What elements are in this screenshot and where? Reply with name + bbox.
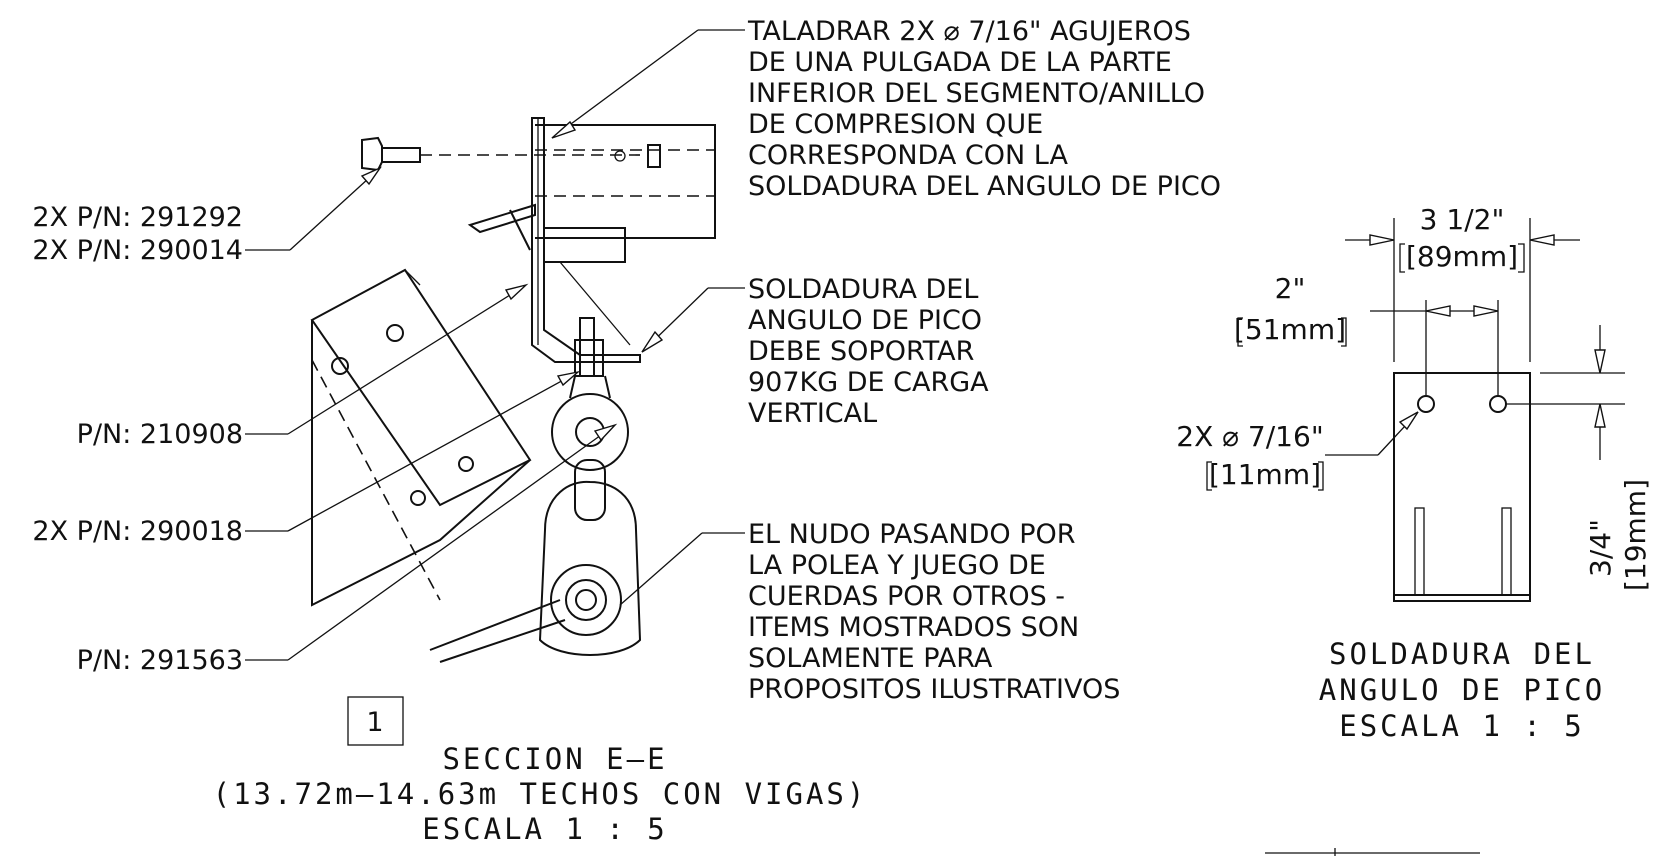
drill-note-line-1: TALADRAR 2X ⌀ 7/16" AGUJEROS — [747, 16, 1191, 47]
drill-note: TALADRAR 2X ⌀ 7/16" AGUJEROS DE UNA PULG… — [747, 16, 1221, 202]
peak-angle-bracket — [531, 117, 641, 363]
knot-note: EL NUDO PASANDO POR LA POLEA Y JUEGO DE … — [748, 519, 1120, 705]
part-references: 2X P/N: 291292 2X P/N: 290014 P/N: 21090… — [32, 202, 243, 676]
drill-note-line-5: CORRESPONDA CON LA — [748, 140, 1068, 171]
knot-note-line-4: ITEMS MOSTRADOS SON — [748, 612, 1079, 643]
section-title-block: 1 SECCION E–E (13.72m–14.63m TECHOS CON … — [213, 696, 868, 846]
dim-edge-mm: [19mm] — [1619, 479, 1652, 591]
dim-width: 3 1/2" — [1420, 203, 1505, 236]
drill-note-line-2: DE UNA PULGADA DE LA PARTE — [748, 47, 1172, 78]
compression-ring-segment — [535, 124, 716, 239]
weld-note-line-3: DEBE SOPORTAR — [748, 336, 974, 367]
bolt-assembly — [361, 136, 661, 172]
dim-hole-dia: 2X ⌀ 7/16" — [1176, 420, 1323, 453]
detail-scale: ESCALA 1 : 5 — [1339, 709, 1585, 743]
view-balloon — [347, 696, 404, 746]
drill-note-line-3: INFERIOR DEL SEGMENTO/ANILLO — [748, 78, 1205, 109]
detail-peak-angle: 3 1/2" [89mm] 2" [51mm] 2X ⌀ 7/16" [11mm… — [1176, 203, 1652, 743]
detail-hole-right — [1489, 395, 1507, 413]
weld-note-line-5: VERTICAL — [748, 398, 877, 429]
detail-hole-left — [1417, 395, 1435, 413]
detail-title-line-1: SOLDADURA DEL — [1329, 637, 1595, 671]
drill-note-line-4: DE COMPRESION QUE — [748, 109, 1043, 140]
knot-note-line-5: SOLAMENTE PARA — [748, 643, 993, 674]
weld-note: SOLDADURA DEL ANGULO DE PICO DEBE SOPORT… — [748, 274, 989, 429]
title-block-border — [1265, 848, 1480, 856]
rafter-beam — [310, 203, 536, 607]
part-ref-210908: P/N: 210908 — [77, 419, 243, 450]
weld-note-line-4: 907KG DE CARGA — [748, 367, 989, 398]
dim-edge: 3/4" — [1584, 519, 1617, 577]
part-ref-290014: 2X P/N: 290014 — [32, 235, 243, 266]
section-subtitle: (13.72m–14.63m TECHOS CON VIGAS) — [213, 777, 868, 811]
pulley-block — [429, 459, 642, 663]
weld-note-line-1: SOLDADURA DEL — [748, 274, 978, 305]
part-leaders — [245, 166, 618, 661]
part-ref-291292: 2X P/N: 291292 — [32, 202, 243, 233]
section-scale: ESCALA 1 : 5 — [422, 812, 668, 846]
part-ref-290018: 2X P/N: 290018 — [32, 516, 243, 547]
drill-note-line-6: SOLDADURA DEL ANGULO DE PICO — [748, 171, 1221, 202]
eye-bolt — [551, 317, 629, 471]
section-title: SECCION E–E — [442, 742, 667, 776]
dim-hole-dia-mm: [11mm] — [1209, 458, 1321, 491]
dim-spacing-mm: [51mm] — [1234, 313, 1346, 346]
knot-note-line-3: CUERDAS POR OTROS - — [748, 581, 1065, 612]
part-ref-291563: P/N: 291563 — [77, 645, 243, 676]
dim-width-mm: [89mm] — [1406, 240, 1518, 273]
knot-note-line-2: LA POLEA Y JUEGO DE — [748, 550, 1046, 581]
view-balloon-number: 1 — [366, 707, 383, 738]
section-assembly — [310, 29, 745, 663]
dim-spacing: 2" — [1275, 272, 1306, 305]
detail-title-line-2: ANGULO DE PICO — [1319, 673, 1605, 707]
knot-note-line-1: EL NUDO PASANDO POR — [748, 519, 1076, 550]
knot-note-line-6: PROPOSITOS ILUSTRATIVOS — [748, 674, 1120, 705]
weld-note-line-2: ANGULO DE PICO — [748, 305, 982, 336]
detail-plate — [1393, 372, 1531, 602]
